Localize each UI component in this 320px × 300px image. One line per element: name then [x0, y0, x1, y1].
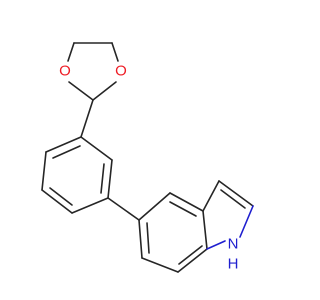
atom-oxygen-right: O	[115, 63, 127, 80]
bond-ph5-ph6-inner	[100, 163, 105, 194]
bond-ph3-ph4-inner	[49, 187, 73, 206]
bond-n-id	[206, 240, 226, 250]
bond-ie-if	[169, 192, 204, 212]
bond-ib-ic	[141, 257, 179, 273]
bond-ph3-ph4	[41, 189, 73, 214]
bond-c3-c2-inner	[220, 189, 246, 209]
bond-ic-id	[177, 248, 208, 273]
atom-oxygen-left: O	[59, 63, 71, 80]
bond-o1-c3	[68, 81, 94, 101]
bond-ph1-ph2-inner	[52, 145, 81, 159]
bond-c3-ph1	[80, 99, 94, 138]
bond-o2-c3	[92, 81, 117, 101]
bond-ph1-ph2	[45, 136, 82, 153]
bond-c1-o1	[67, 42, 75, 62]
bond-ph4-ph5	[71, 197, 109, 214]
bond-c2-o2	[111, 42, 119, 62]
molecule-svg: O O N H	[41, 42, 254, 273]
bond-ph5-ph6	[107, 159, 113, 199]
bond-if-ia	[138, 192, 171, 221]
bond-ia-ib	[138, 219, 143, 259]
bond-ie-c3	[202, 180, 220, 212]
structure-canvas: O O N H	[41, 42, 254, 273]
bond-biaryl	[107, 197, 140, 221]
bond-ia-ib-inner	[146, 222, 150, 254]
atom-hydrogen: H	[228, 256, 239, 273]
bond-ph6-ph1	[80, 136, 113, 161]
bond-ph2-ph3	[41, 151, 47, 191]
atom-nitrogen: N	[228, 236, 239, 253]
bond-ic-id-inner	[178, 245, 203, 265]
bond-ie-if-inner	[169, 201, 197, 217]
bond-c3-c2	[218, 180, 254, 207]
bond-c2-n	[239, 205, 254, 238]
bond-id-ie	[202, 210, 208, 250]
